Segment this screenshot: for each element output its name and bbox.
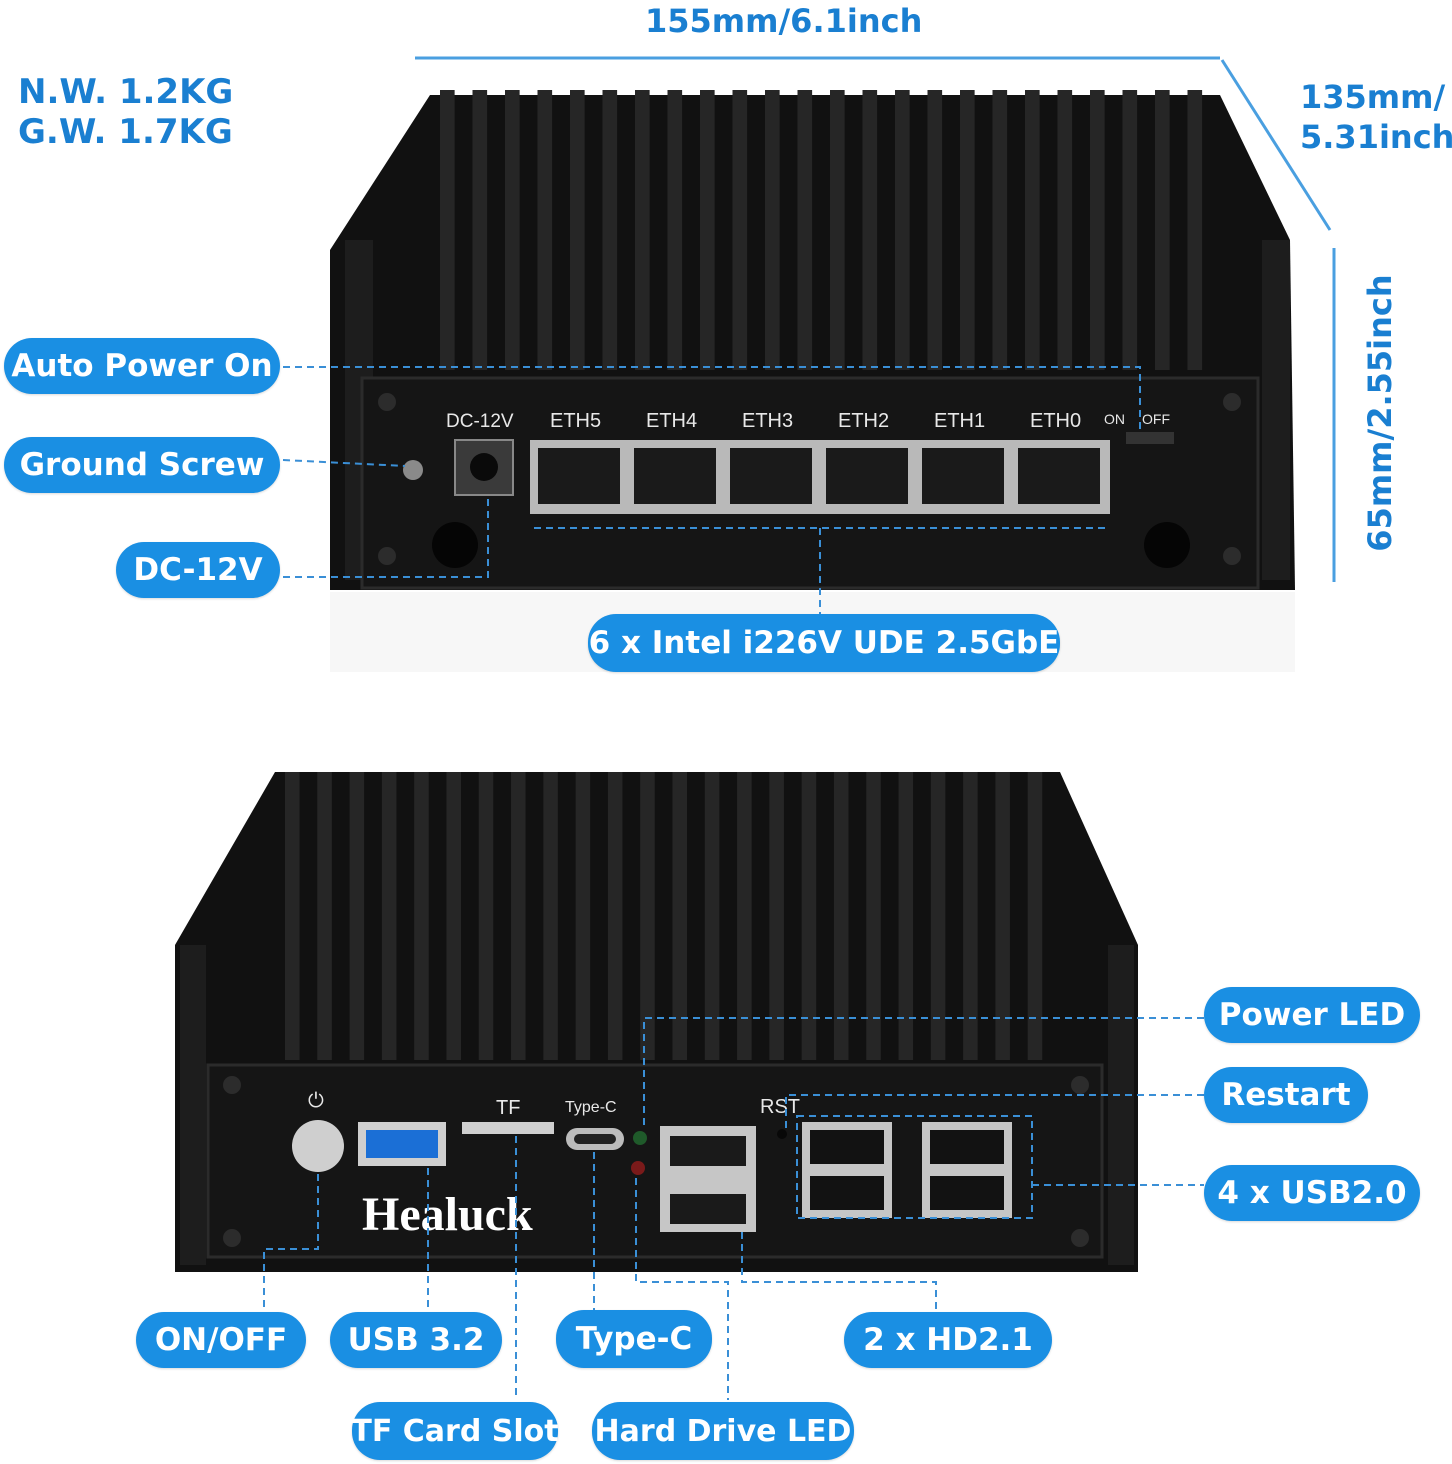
ethernet-port-label: ETH2 (838, 410, 889, 432)
heatsink-fin (737, 772, 752, 1060)
heatsink-fin (833, 772, 849, 1060)
ethernet-port (826, 448, 908, 504)
gross-weight: G.W. 1.7KG (18, 112, 233, 152)
heatsink-fin (1090, 90, 1105, 370)
tf-slot-label: TF (496, 1097, 520, 1119)
ethernet-port-label: ETH0 (1030, 410, 1081, 432)
dc-jack-label: DC-12V (446, 411, 514, 432)
ethernet-port-label: ETH3 (742, 410, 793, 432)
typec-port-label: Type-C (565, 1099, 617, 1116)
heatsink-fin (537, 90, 553, 370)
power-symbol-icon: ⏻ (308, 1090, 324, 1112)
heatsink-fin (1025, 90, 1040, 370)
ethernet-port (922, 448, 1004, 504)
heatsink-fin (1122, 90, 1138, 370)
heatsink-fin (1187, 90, 1203, 370)
heatsink-fin (505, 90, 520, 370)
ethernet-port-label: ETH5 (550, 410, 601, 432)
heatsink-fin (1057, 90, 1073, 370)
ethernet-port (730, 448, 812, 504)
ethernet-port-label: ETH1 (934, 410, 985, 432)
heatsink-fin (640, 772, 655, 1060)
heatsink-fin (349, 772, 365, 1060)
heatsink-fin (381, 772, 397, 1060)
heatsink-fin (801, 772, 817, 1060)
callout-auto-power-on: Auto Power On (4, 338, 280, 394)
heatsink-fin (898, 772, 914, 1060)
callout-typec: Type-C (556, 1310, 712, 1368)
heatsink-fin (704, 772, 720, 1060)
heatsink-fin (862, 90, 878, 370)
heatsink-fin (797, 90, 813, 370)
callout-restart: Restart (1204, 1067, 1368, 1123)
top-heatsink-fins (345, 240, 1290, 580)
heatsink-fin (769, 772, 784, 1060)
callout-usb32: USB 3.2 (330, 1312, 502, 1368)
heatsink-fin (963, 772, 978, 1060)
heatsink-fin (927, 90, 943, 370)
heatsink-fin (472, 90, 488, 370)
heatsink-fin (414, 772, 429, 1060)
heatsink-fin (995, 772, 1010, 1060)
heatsink-fin (285, 772, 300, 1060)
heatsink-fin (635, 90, 650, 370)
heatsink-fin (607, 772, 623, 1060)
heatsink-fin (1027, 772, 1043, 1060)
heatsink-fin (575, 772, 591, 1060)
ethernet-ports: ETH5 ETH4 ETH3 ETH2 ETH1 ETH0 (538, 410, 1100, 504)
callout-on-off: ON/OFF (136, 1312, 306, 1368)
callout-usb2: 4 x USB2.0 (1204, 1165, 1420, 1221)
heatsink-fin (440, 90, 455, 370)
ethernet-port-label: ETH4 (646, 410, 697, 432)
ethernet-port (1018, 448, 1100, 504)
ethernet-port (634, 448, 716, 504)
heatsink-fin (672, 772, 688, 1060)
rst-label: RST (760, 1096, 800, 1118)
callout-dc12v: DC-12V (116, 542, 280, 598)
heatsink-fin (317, 772, 332, 1060)
callout-ethernet: 6 x Intel i226V UDE 2.5GbE (588, 614, 1060, 672)
heatsink-fin (960, 90, 975, 370)
callout-tf-slot: TF Card Slot (351, 1402, 559, 1460)
depth-dimension-line2: 5.31inch (1300, 118, 1452, 156)
brand-logo: Healuck (362, 1188, 533, 1241)
heatsink-fin (930, 772, 946, 1060)
heatsink-fin (446, 772, 461, 1060)
heatsink-fin (1155, 90, 1170, 370)
switch-on-label: ON (1104, 411, 1125, 427)
heatsink-fin (478, 772, 494, 1060)
heatsink-fin (992, 90, 1008, 370)
net-weight: N.W. 1.2KG (18, 72, 234, 112)
width-dimension: 155mm/6.1inch (645, 2, 923, 40)
heatsink-fin (830, 90, 845, 370)
heatsink-fin (570, 90, 585, 370)
heatsink-fin (866, 772, 881, 1060)
callout-hdd-led: Hard Drive LED (592, 1402, 854, 1460)
heatsink-fin (602, 90, 618, 370)
depth-dimension-line1: 135mm/ (1300, 78, 1446, 116)
heatsink-fin (511, 772, 526, 1060)
heatsink-fin (732, 90, 748, 370)
switch-off-label: OFF (1142, 411, 1170, 427)
heatsink-fin (667, 90, 683, 370)
callout-hd21: 2 x HD2.1 (844, 1312, 1052, 1368)
callout-power-led: Power LED (1204, 987, 1420, 1043)
heatsink-fin (700, 90, 715, 370)
top-leader-lines (282, 366, 1141, 614)
heatsink-fin (895, 90, 910, 370)
heatsink-fin (543, 772, 558, 1060)
heatsink-fin (765, 90, 780, 370)
ethernet-port (538, 448, 620, 504)
callout-ground-screw: Ground Screw (4, 437, 280, 493)
